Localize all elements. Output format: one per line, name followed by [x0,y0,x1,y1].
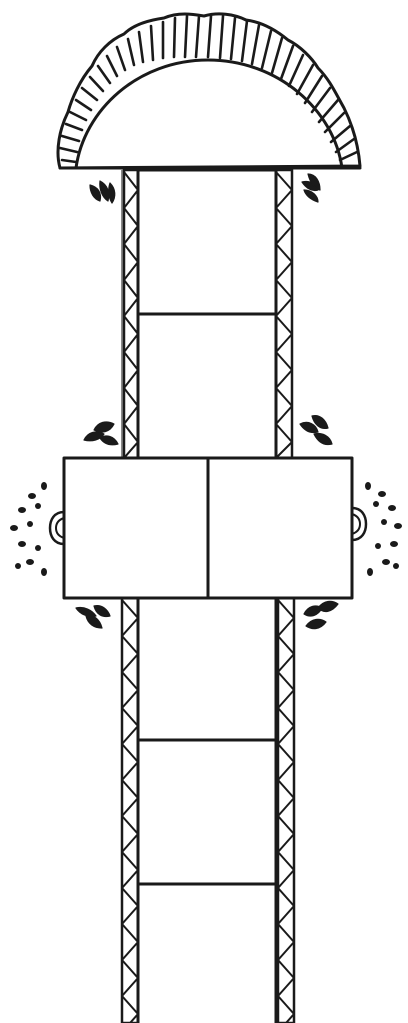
square-double-right [208,458,352,598]
left-sparkle-cluster [10,482,64,576]
lower-squares [138,598,276,1023]
right-sparkle-cluster [352,482,402,576]
square-bottom-3 [138,884,276,1023]
square-top-2 [138,314,276,458]
square-bottom-2 [138,740,276,884]
home-semicircle [58,14,360,168]
square-double-left [64,458,208,598]
square-top-1 [138,170,276,314]
square-bottom-1 [138,598,276,740]
sprout-icon [84,422,118,445]
upper-squares [138,170,276,458]
sprout-icon [304,601,338,628]
double-squares [64,458,352,598]
sprout-icon [300,416,332,445]
sprout-icon [90,181,115,203]
sprout-icon [76,606,110,628]
sprout-icon [302,174,320,202]
